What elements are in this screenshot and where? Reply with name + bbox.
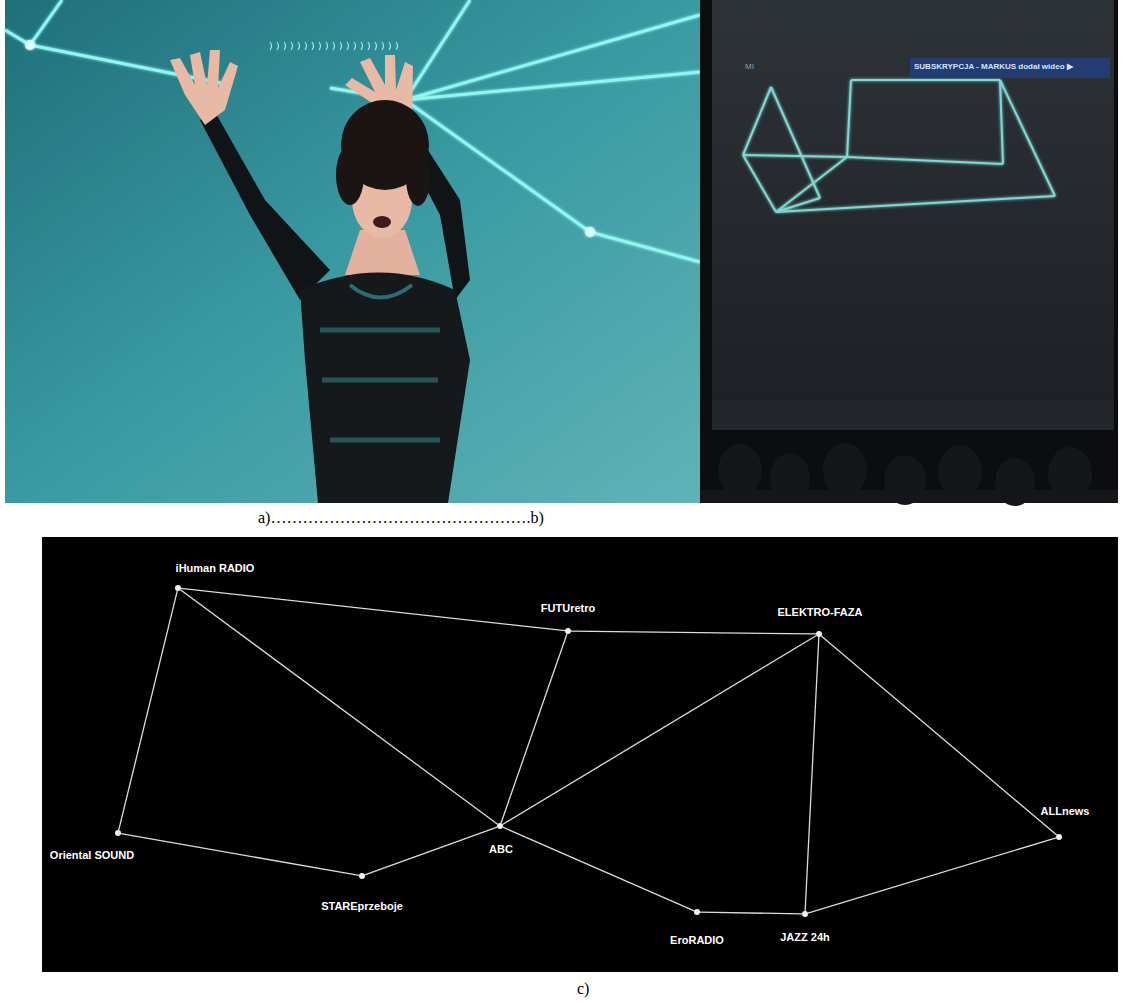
panel-caption: a)………………………………………….b) (258, 509, 544, 527)
station-dot: STAREprzeboje (359, 873, 365, 879)
link-line (119, 591, 178, 830)
station-label: JAZZ 24h (780, 931, 830, 943)
station-label: ABC (489, 843, 513, 855)
link-line (571, 631, 816, 634)
link-line (121, 834, 359, 876)
link-line (501, 634, 567, 823)
link-line (181, 588, 565, 630)
performer-figure (170, 50, 470, 503)
station-dot: Oriental SOUND (115, 830, 121, 836)
panel-caption: c) (577, 980, 589, 998)
station-label: Oriental SOUND (50, 849, 134, 861)
link-line (700, 912, 802, 914)
station-label: FUTUretro (541, 602, 595, 614)
link-line (808, 838, 1056, 913)
screen-photo (700, 0, 1118, 506)
link-line (503, 636, 817, 825)
station-label: ELEKTRO-FAZA (778, 606, 863, 618)
stage-photo (5, 0, 700, 503)
station-dot: ALLnews (1056, 834, 1062, 840)
station-dot: iHuman RADIO (175, 585, 181, 591)
link-line (821, 636, 1056, 835)
link-line (805, 637, 819, 911)
station-dot: EroRADIO (694, 909, 700, 915)
station-label: STAREprzeboje (321, 900, 403, 912)
link-line (180, 590, 497, 824)
station-label: EroRADIO (670, 934, 724, 946)
station-label: ALLnews (1041, 805, 1090, 817)
station-label: iHuman RADIO (176, 562, 255, 574)
station-dot: JAZZ 24h (802, 911, 808, 917)
link-line (503, 827, 695, 911)
graph-panel (42, 537, 1118, 972)
notification-banner: SUBSKRYPCJA - MARKUS dodał wideo ▶ (914, 62, 1073, 71)
station-dot: ABC (497, 823, 503, 829)
station-dot: FUTUretro (565, 628, 571, 634)
screen-text: MI (745, 62, 754, 71)
station-dot: ELEKTRO-FAZA (816, 631, 822, 637)
link-line (365, 827, 497, 875)
